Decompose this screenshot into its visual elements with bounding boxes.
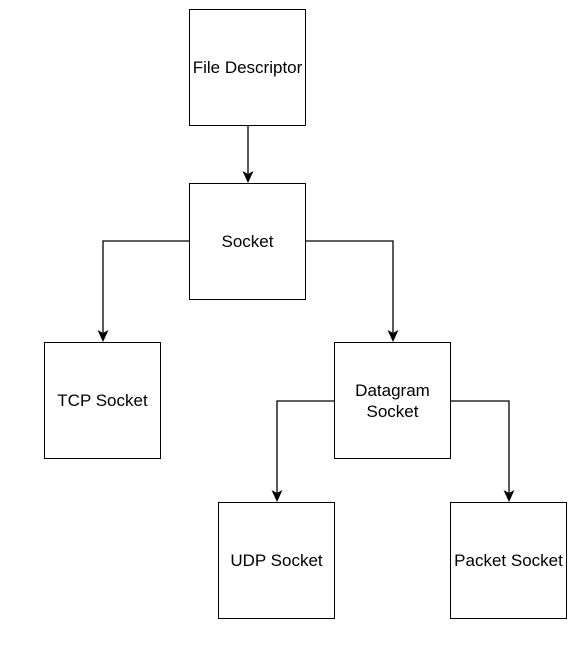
edge-socket-to-tcp-socket	[97, 240, 189, 342]
node-file-descriptor: File Descriptor	[189, 9, 306, 126]
node-socket: Socket	[189, 183, 306, 300]
node-datagram-socket: Datagram Socket	[334, 342, 451, 459]
edge-datagram-to-packet-socket	[451, 400, 515, 502]
node-tcp-socket: TCP Socket	[44, 342, 161, 459]
node-label-udp-socket: UDP Socket	[230, 551, 323, 570]
edge-datagram-to-udp-socket	[271, 400, 334, 502]
node-label-datagram-socket: Datagram Socket	[355, 380, 430, 421]
edge-socket-to-datagram-socket	[306, 240, 399, 342]
node-label-tcp-socket: TCP Socket	[57, 391, 148, 410]
edge-file-descriptor-to-socket	[242, 126, 254, 183]
node-udp-socket: UDP Socket	[218, 502, 335, 619]
node-label-packet-socket: Packet Socket	[454, 551, 563, 570]
node-label-socket: Socket	[221, 232, 274, 251]
node-packet-socket: Packet Socket	[450, 502, 567, 619]
node-label-file-descriptor: File Descriptor	[192, 58, 303, 77]
